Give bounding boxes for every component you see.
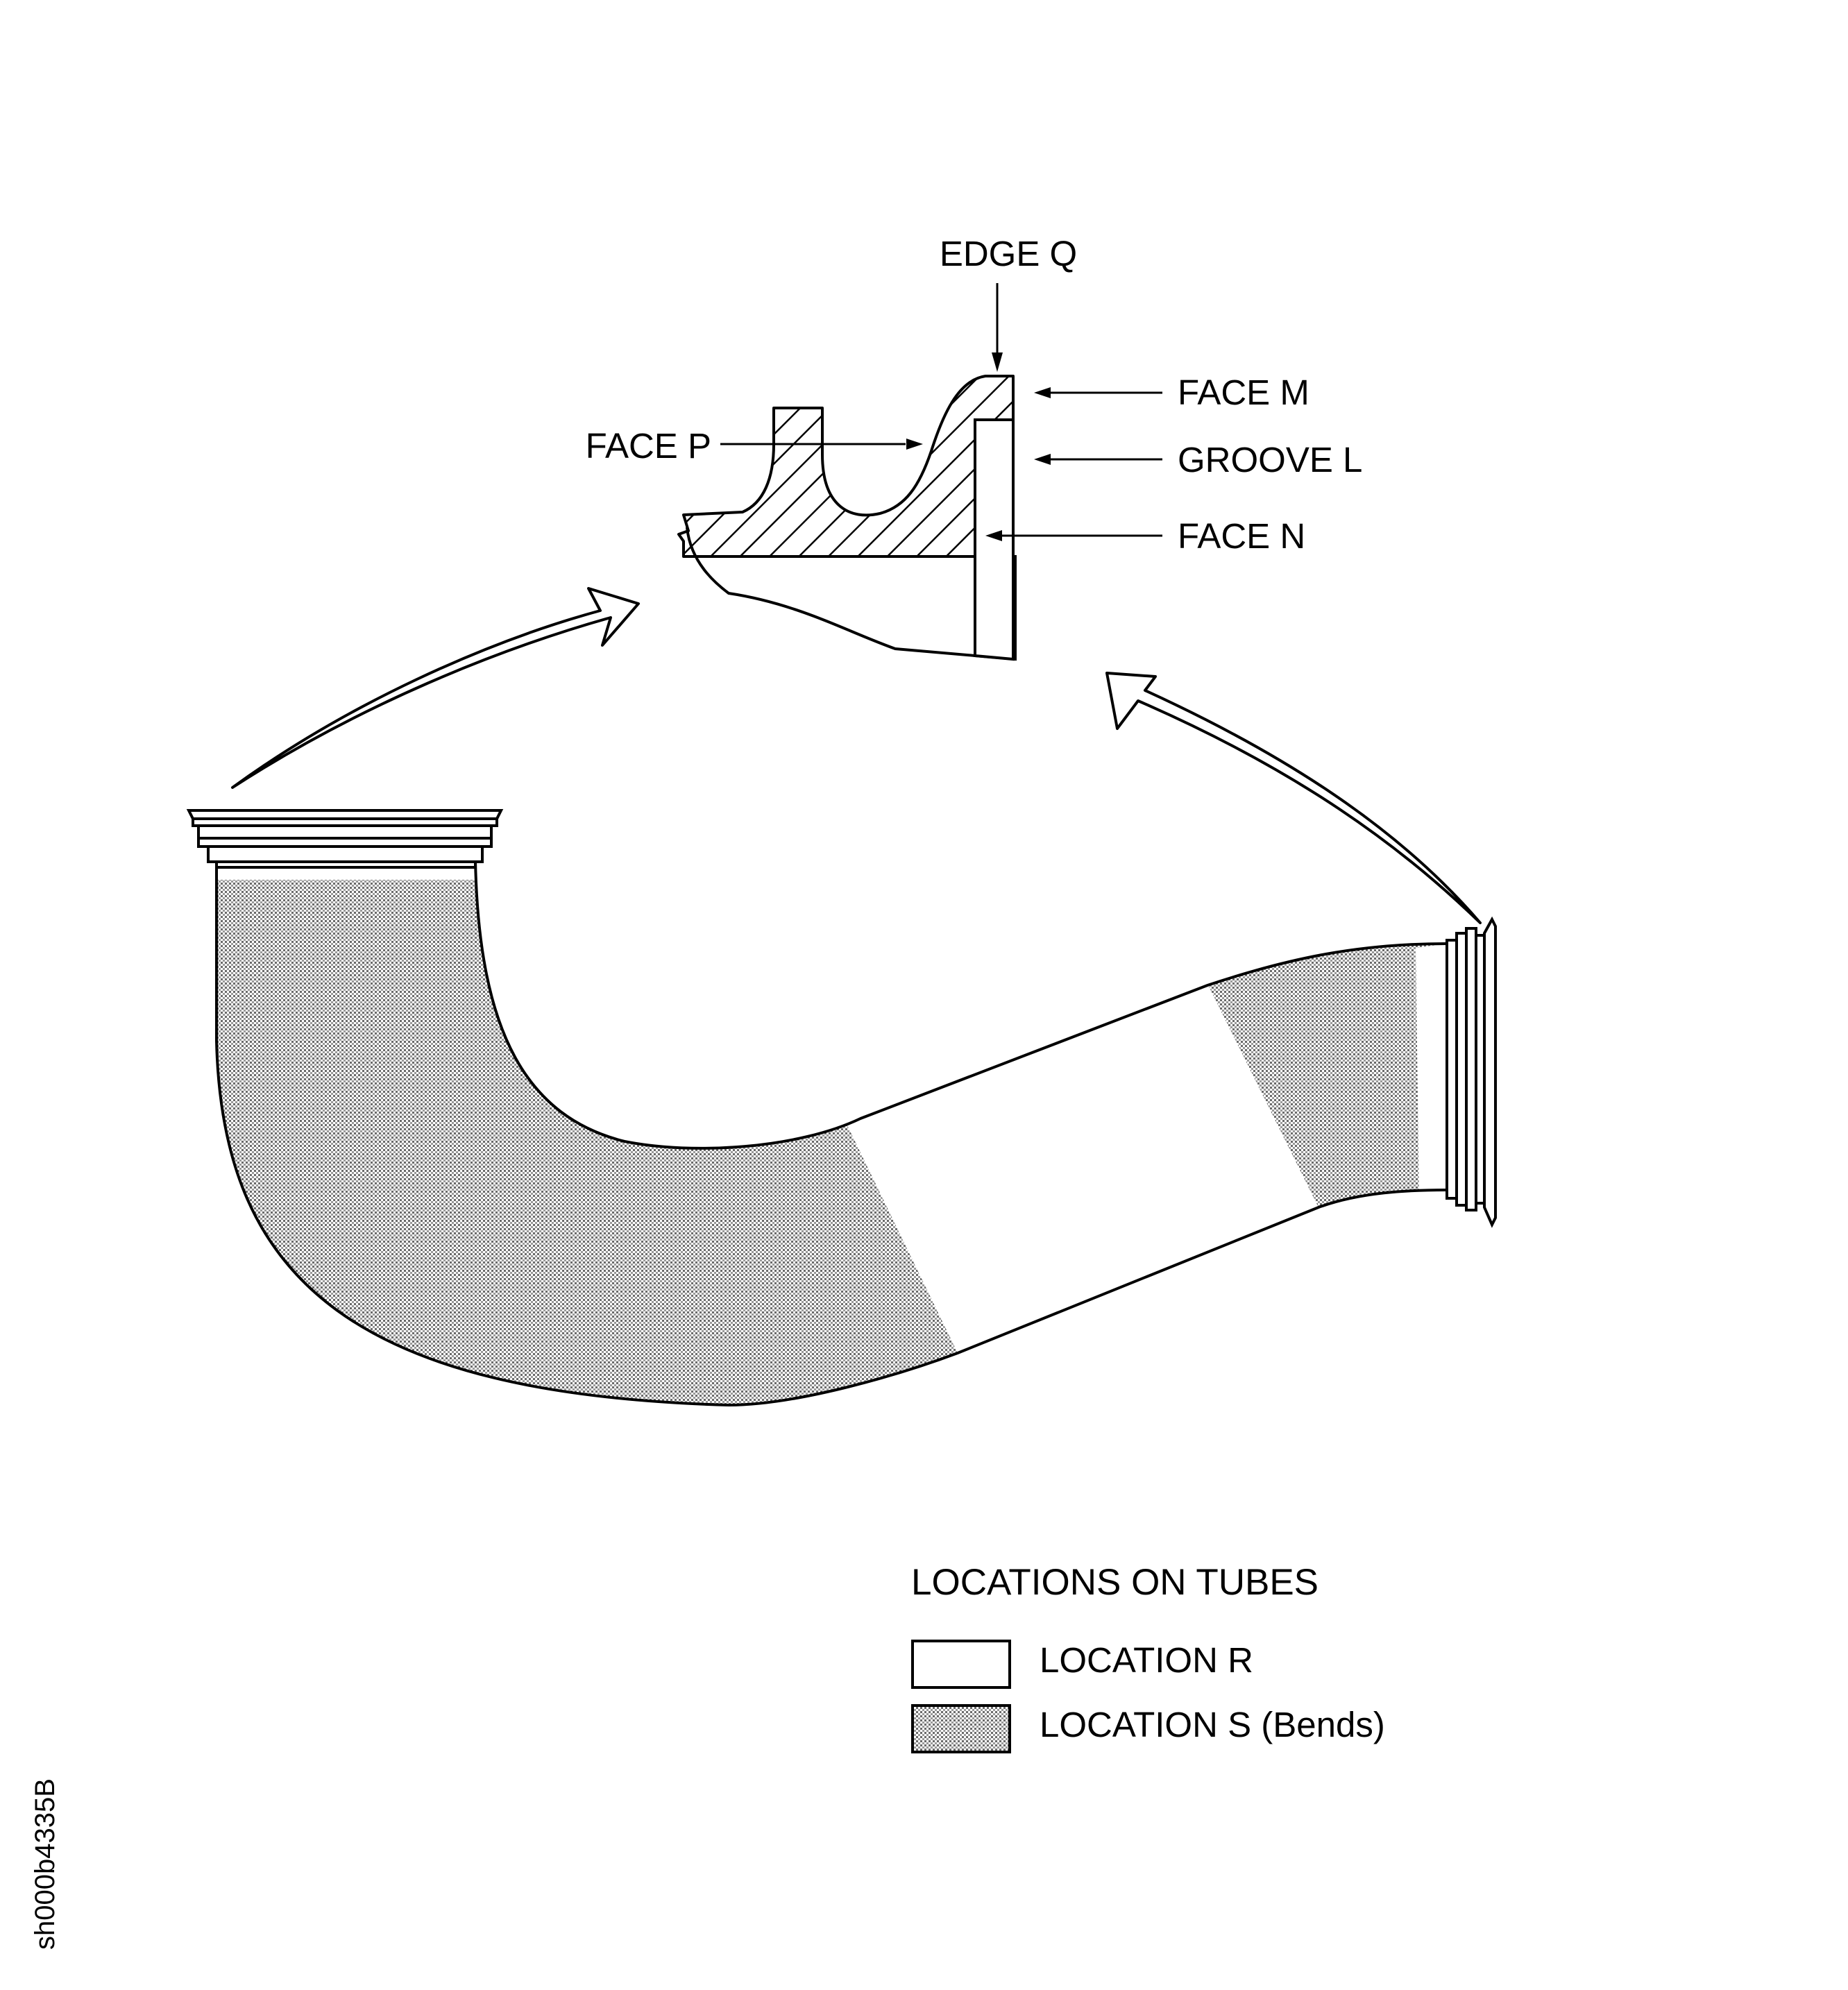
legend-swatch-location-r — [911, 1640, 1011, 1689]
tube-assembly — [186, 809, 1497, 1407]
tube-neck-right — [1416, 944, 1447, 1193]
groove-strip — [974, 418, 1015, 661]
left-end-flange — [186, 809, 504, 869]
section-body-outline — [686, 527, 1017, 661]
tube-outer-outline — [215, 860, 1448, 1407]
legend-label-location-s: LOCATION S (Bends) — [1040, 1705, 1385, 1744]
right-end-flange — [1446, 916, 1497, 1228]
legend-title: LOCATIONS ON TUBES — [911, 1562, 1319, 1603]
tube-straight-location-r — [847, 984, 1319, 1353]
figure-id: sh000b4335B — [30, 1778, 60, 1950]
right-curved-arrow — [1105, 672, 1482, 924]
label-face-p: FACE P — [586, 426, 711, 466]
legend-label-location-r: LOCATION R — [1040, 1640, 1253, 1680]
label-edge-q: EDGE Q — [940, 234, 1077, 273]
leader-lines — [720, 283, 1162, 541]
label-face-m: FACE M — [1178, 373, 1309, 412]
flange-cross-section — [677, 375, 1017, 661]
label-groove-l: GROOVE L — [1178, 440, 1362, 479]
left-curved-arrow — [231, 587, 640, 789]
tube-inner-outline — [474, 860, 1448, 1150]
legend: LOCATIONS ON TUBES LOCATION R LOCATION S… — [911, 1562, 1385, 1753]
hatched-section — [677, 375, 1015, 558]
legend-swatch-location-s — [911, 1704, 1011, 1753]
label-face-n: FACE N — [1178, 516, 1305, 556]
